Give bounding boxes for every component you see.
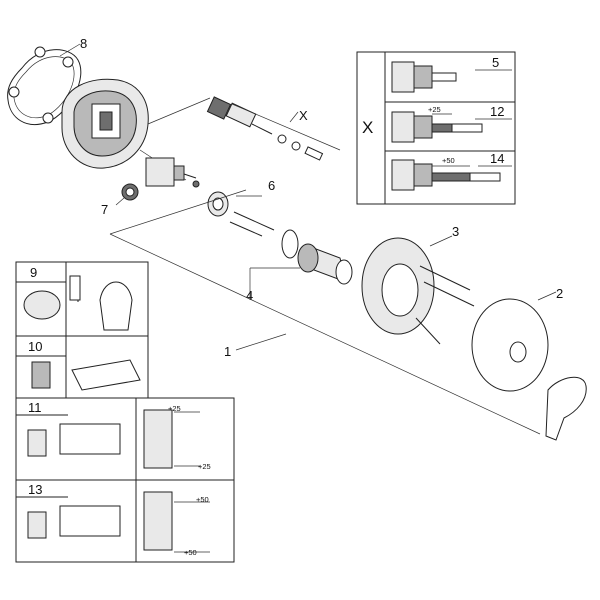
extension-label-k13-top: +50 — [196, 495, 209, 504]
part-7-and-cartridge: 7 — [101, 157, 200, 217]
callout-1: 1 — [224, 344, 231, 359]
extension-label-k11-top: +25 — [168, 404, 181, 413]
callout-2: 2 — [556, 286, 563, 301]
part-3-mounting-plate: 3 — [361, 224, 475, 345]
cartridge-x-parts: X — [206, 96, 341, 161]
extension-label-k13-bottom: +50 — [184, 548, 197, 557]
option-row-14: +50 14 — [391, 151, 512, 191]
kit-grid: 9 10 11 +25 +25 13 +50 +50 — [15, 261, 235, 563]
part-6-sleeve: 6 — [207, 178, 275, 237]
callout-13: 13 — [28, 482, 42, 497]
extension-label-50: +50 — [442, 156, 455, 165]
extension-label-k11-bottom: +25 — [198, 462, 211, 471]
callout-9: 9 — [30, 265, 37, 280]
option-row-5: 5 — [391, 55, 512, 93]
callout-4: 4 — [246, 288, 253, 303]
callout-14: 14 — [490, 151, 504, 166]
callout-10: 10 — [28, 339, 42, 354]
callout-12: 12 — [490, 104, 504, 119]
callout-11: 11 — [28, 400, 42, 415]
option-row-12: +25 12 — [391, 104, 512, 143]
callout-3: 3 — [452, 224, 459, 239]
kit-13-frame — [15, 479, 235, 563]
part-8-plaster-guard: 8 — [7, 36, 87, 125]
valve-body — [61, 78, 211, 181]
callout-X: X — [299, 108, 308, 123]
callout-6: 6 — [268, 178, 275, 193]
options-box: X 5 +25 12 +50 14 — [356, 51, 516, 205]
part-4-cover-sleeve: 4 — [246, 229, 353, 303]
extension-label-25: +25 — [428, 105, 441, 114]
part-1-assembly: 1 — [109, 189, 541, 435]
callout-8: 8 — [80, 36, 87, 51]
callout-7: 7 — [101, 202, 108, 217]
part-2-escutcheon: 2 — [471, 286, 587, 441]
callout-5: 5 — [492, 55, 499, 70]
options-box-frame — [356, 51, 516, 205]
lever-handle — [545, 376, 587, 441]
options-marker: X — [362, 118, 373, 137]
